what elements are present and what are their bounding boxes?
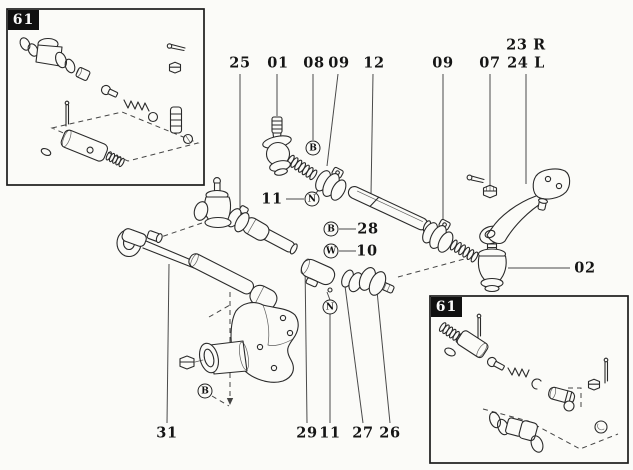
callout-26[interactable]: 26: [379, 424, 401, 442]
callout-28[interactable]: 28: [357, 220, 379, 238]
inset-label-top-left: 61: [8, 10, 39, 30]
thread-section: [286, 154, 318, 181]
inset-box-top-left: [6, 8, 205, 186]
callout-24-l[interactable]: 24 L: [507, 54, 545, 72]
bolt-symbol-bracket: B: [197, 383, 213, 399]
guide-arrowhead: [226, 398, 234, 405]
callout-27[interactable]: 27: [352, 424, 374, 442]
callout-09-right[interactable]: 09: [432, 54, 454, 72]
callout-01[interactable]: 01: [267, 54, 289, 72]
damper-bracket: [179, 302, 299, 383]
callout-31[interactable]: 31: [156, 424, 178, 442]
inset-box-bottom-right: [429, 295, 629, 464]
callout-29[interactable]: 29: [296, 424, 318, 442]
callout-07[interactable]: 07: [479, 54, 501, 72]
arm-stud: [537, 198, 548, 211]
callout-23-r[interactable]: 23 R: [506, 36, 546, 54]
callout-10[interactable]: 10: [356, 242, 378, 260]
callout-25[interactable]: 25: [229, 54, 251, 72]
bolt-symbol-28: B: [323, 221, 339, 237]
knuckle-arm: [466, 168, 571, 245]
callout-09-left[interactable]: 09: [328, 54, 350, 72]
callout-02[interactable]: 02: [574, 259, 596, 277]
assembly-guide-lines: [157, 222, 469, 407]
relay-rod-clamp-set: [300, 258, 395, 296]
drag-link-assembly: [262, 116, 507, 293]
callout-08[interactable]: 08: [303, 54, 325, 72]
ball-joint-25: [193, 177, 232, 229]
inset-label-bottom-right: 61: [431, 297, 462, 317]
cotter-pin: [466, 174, 485, 184]
leader-lines: [166, 73, 570, 424]
steering-damper-assembly: [116, 228, 299, 383]
callout-11-bottom[interactable]: 11: [319, 424, 341, 442]
washer-symbol-10: W: [323, 243, 339, 259]
callout-12[interactable]: 12: [363, 54, 385, 72]
callout-11-mid[interactable]: 11: [261, 190, 283, 208]
castle-nut-07: [482, 184, 498, 199]
tie-rod-end-02: [477, 236, 507, 293]
tie-rod-clamp-left: [315, 166, 347, 201]
nut-symbol-bottom: N: [322, 299, 338, 315]
tie-rod-end-01: [262, 116, 292, 176]
relay-rod-assembly: [193, 177, 395, 296]
tie-rod-clamp-right: [422, 218, 454, 253]
nut-symbol-mid: N: [304, 191, 320, 207]
bracket-nut: [179, 355, 195, 370]
thread-section: [449, 239, 479, 263]
bolt-symbol-top: B: [305, 140, 321, 156]
